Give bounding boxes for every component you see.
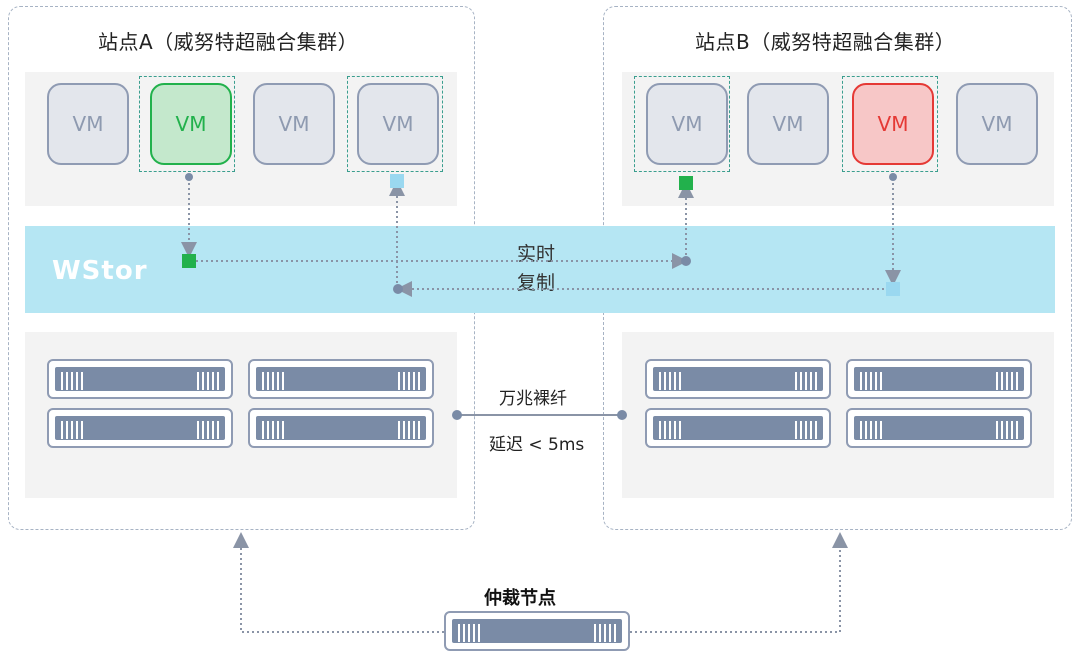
site-b-vm1-green-marker [679, 176, 693, 190]
site-a-storage-blue-endpoint [393, 284, 403, 294]
replication-label-line1: 实时 [517, 243, 556, 265]
site-a-vm4-blue-marker [390, 174, 404, 188]
site-b-vm-3-protection-box [842, 76, 938, 172]
site-b-server-2 [846, 359, 1032, 399]
interconnect-label-latency: 延迟 < 5ms [489, 435, 585, 455]
site-b-storage-blue-marker [886, 282, 900, 296]
site-a-vm-3[interactable]: VM [253, 83, 335, 165]
site-b-vm-2[interactable]: VM [747, 83, 829, 165]
site-b-vm-3-standby[interactable]: VM [852, 83, 934, 165]
site-b-server-3 [645, 408, 831, 448]
site-b-server-4 [846, 408, 1032, 448]
interconnect-endpoint-b [617, 410, 627, 420]
site-a-vm-2-active[interactable]: VM [150, 83, 232, 165]
site-a-vm-2-protection-box [139, 76, 235, 172]
arbiter-to-site-a-connector [233, 532, 444, 633]
wstor-label: WStor [52, 256, 148, 286]
site-a-vm-1[interactable]: VM [47, 83, 129, 165]
site-b-vm-1-protection-box [634, 76, 730, 172]
site-a-vm2-port [185, 173, 193, 181]
replication-label-line2: 复制 [517, 272, 556, 294]
site-b-vm-4[interactable]: VM [956, 83, 1038, 165]
site-b-vm3-port [889, 173, 897, 181]
interconnect-label-fiber: 万兆裸纤 [499, 389, 567, 409]
site-a-storage-green-marker [182, 254, 196, 268]
site-a-server-3 [47, 408, 233, 448]
site-b-storage-green-endpoint [681, 256, 691, 266]
site-a-vm-4[interactable]: VM [357, 83, 439, 165]
wstor-storage-band [25, 226, 1055, 313]
site-a-vm-4-protection-box [347, 76, 443, 172]
site-a-server-4 [248, 408, 434, 448]
site-b-server-1 [645, 359, 831, 399]
site-b-title: 站点B（威努特超融合集群） [695, 30, 956, 54]
site-b-vm-1[interactable]: VM [646, 83, 728, 165]
site-a-title: 站点A（威努特超融合集群） [98, 30, 359, 54]
arbiter-node-label: 仲裁节点 [484, 588, 556, 609]
site-a-server-1 [47, 359, 233, 399]
arbiter-node-server [444, 611, 630, 651]
arbiter-to-site-b-connector [630, 532, 848, 633]
site-a-server-2 [248, 359, 434, 399]
interconnect-endpoint-a [452, 410, 462, 420]
